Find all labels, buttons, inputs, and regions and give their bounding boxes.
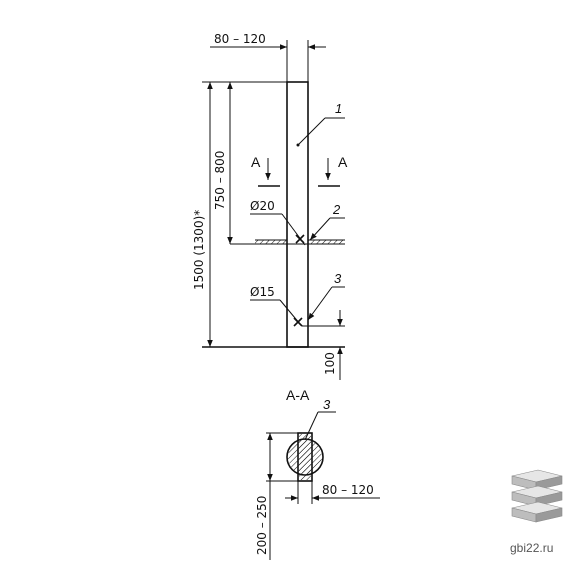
callout-1-label: 1 (335, 101, 342, 116)
post-elevation (202, 81, 345, 348)
upper-hole: Ø20 2 (250, 199, 345, 246)
section-marker-right: A (318, 154, 348, 187)
section-marker-right-label: A (338, 154, 348, 170)
total-height-label: 1500 (1300)* (192, 210, 206, 290)
lower-hole-label: Ø15 (250, 285, 275, 299)
dim-upper-height: 750 – 800 (213, 82, 233, 244)
callout-3-label: 3 (334, 271, 342, 286)
bottom-offset-label: 100 (323, 352, 337, 375)
section-marker-left-label: A (251, 154, 261, 170)
post-outline (286, 81, 309, 348)
dim-bottom-offset: 100 (302, 310, 345, 380)
dim-total-height: 1500 (1300)* (192, 82, 213, 347)
section-title: A-A (286, 387, 310, 403)
section-height-label: 200 – 250 (255, 496, 269, 555)
callout-2-label: 2 (332, 202, 341, 217)
section-width-label: 80 – 120 (322, 483, 374, 497)
ground-line (230, 239, 345, 245)
callout-1: 1 (296, 101, 345, 147)
stacked-slabs-icon (511, 469, 563, 523)
section-rod (297, 432, 313, 482)
section-callout-label: 3 (323, 397, 331, 412)
post-width-label: 80 – 120 (214, 32, 266, 46)
section-a-a: A-A 3 200 – 250 80 – 120 (255, 387, 380, 560)
dim-post-width: 80 – 120 (210, 32, 326, 82)
watermark-site: gbi22.ru (510, 541, 553, 555)
section-marker-left: A (251, 154, 280, 187)
lower-hole: Ø15 3 (250, 271, 345, 327)
upper-hole-label: Ø20 (250, 199, 275, 213)
upper-height-label: 750 – 800 (213, 151, 227, 210)
